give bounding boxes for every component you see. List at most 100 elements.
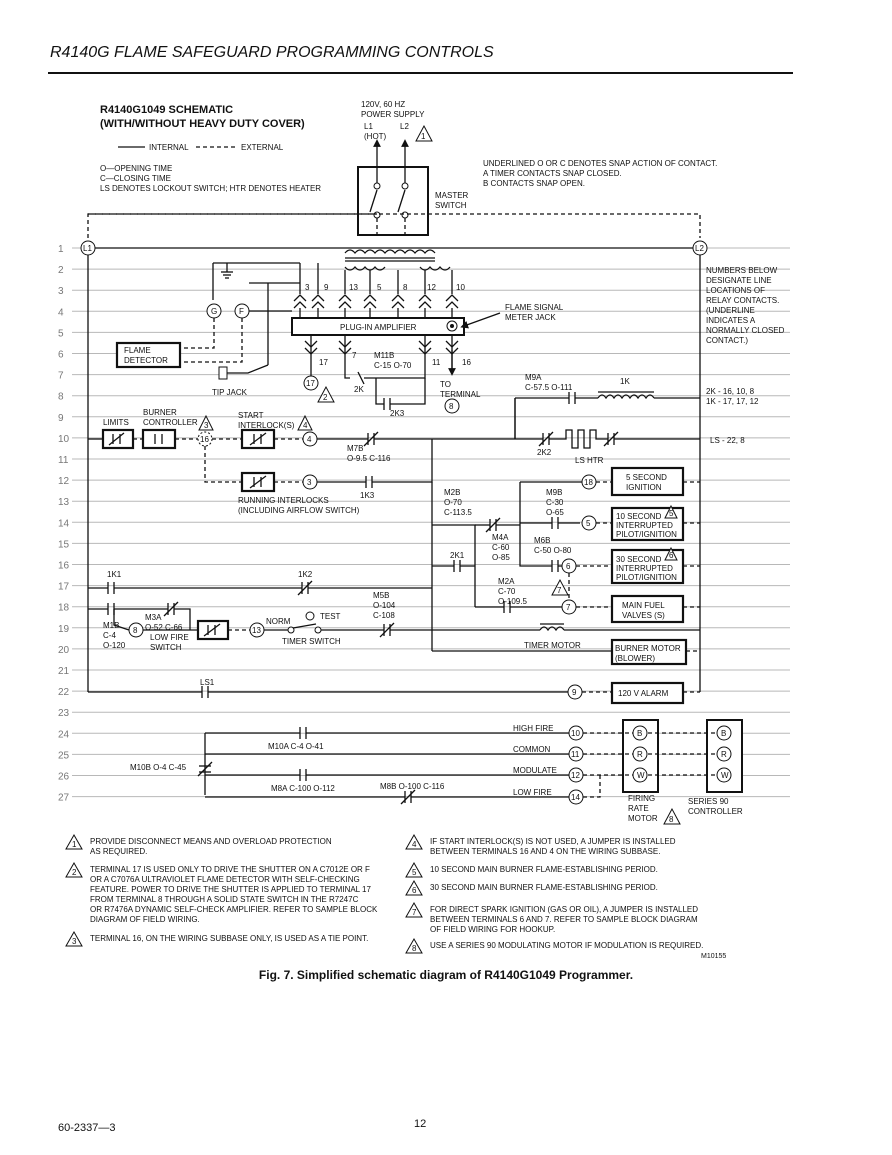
- terminal-14-label: 14: [571, 793, 580, 802]
- right-note-line-4: (UNDERLINE: [706, 306, 755, 315]
- m2a-o: O-109.5: [498, 597, 527, 606]
- low-fire-label-2: SWITCH: [150, 643, 182, 652]
- l1-hot-label: (HOT): [364, 132, 387, 141]
- f-terminal-label: F: [239, 307, 244, 316]
- note-1-marker: 1: [415, 124, 433, 142]
- page-header: R4140G FLAME SAFEGUARD PROGRAMMING CONTR…: [50, 44, 494, 61]
- tap-10: 10: [456, 283, 465, 292]
- line-number-15: 15: [58, 539, 70, 550]
- high-fire-label: HIGH FIRE: [513, 724, 553, 733]
- m2b-c: C-113.5: [444, 508, 472, 517]
- burner-controller-switch: [141, 428, 177, 450]
- note-5-line-0: 10 SECOND MAIN BURNER FLAME-ESTABLISHING…: [430, 865, 658, 874]
- limits-label: LIMITS: [103, 418, 129, 427]
- m1b-label: M1B: [103, 621, 119, 630]
- note-7-line-2: OF FIELD WIRING FOR HOOKUP.: [430, 925, 555, 934]
- to-terminal-label-2: TERMINAL: [440, 390, 481, 399]
- line-number-1: 1: [58, 244, 64, 255]
- controller-terminal-label-w: W: [721, 771, 729, 780]
- amp-output-17: 17: [319, 358, 328, 367]
- schematic-title-1: R4140G1049 SCHEMATIC: [100, 104, 233, 116]
- relay-1k-label: 1K: [620, 377, 630, 386]
- figure-id: M10155: [701, 953, 726, 960]
- m11b-timing: C-15 O-70: [374, 361, 412, 370]
- tap-connector-0: [293, 294, 307, 302]
- svg-text:2: 2: [323, 393, 328, 402]
- l1-label: L1: [364, 122, 373, 131]
- line-number-14: 14: [58, 518, 70, 529]
- m10a-label: M10A C-4 O-41: [268, 742, 324, 751]
- m9b-c: C-30: [546, 498, 564, 507]
- note-4-marker-top: 4: [297, 414, 313, 431]
- terminal-6-label: 6: [566, 562, 571, 571]
- controller-terminal-r: [716, 746, 732, 762]
- amp-output-11: 11: [432, 358, 441, 367]
- note-2-line-2: FEATURE. POWER TO DRIVE THE SHUTTER IS A…: [90, 885, 372, 894]
- m5b-o: O-104: [373, 601, 396, 610]
- m1b-c: C-4: [103, 631, 116, 640]
- figure-caption: Fig. 7. Simplified schematic diagram of …: [258, 968, 634, 982]
- line-number-24: 24: [58, 729, 70, 740]
- common-label: COMMON: [513, 745, 551, 754]
- line-number-22: 22: [58, 687, 70, 698]
- right-note-line-5: INDICATES A: [706, 316, 756, 325]
- snap-note-3: B CONTACTS SNAP OPEN.: [483, 179, 585, 188]
- load-10s-label-1: 10 SECOND: [616, 512, 662, 521]
- snap-note-1: UNDERLINED O OR C DENOTES SNAP ACTION OF…: [483, 159, 717, 168]
- terminal-9-label: 9: [572, 688, 577, 697]
- l1-bus-label: L1: [83, 244, 92, 253]
- l2-label: L2: [400, 122, 409, 131]
- right-note-line-7: CONTACT.): [706, 336, 748, 345]
- controller-terminal-label-b: B: [721, 729, 726, 738]
- master-switch-label-1: MASTER: [435, 191, 469, 200]
- m2b-o: O-70: [444, 498, 462, 507]
- note-1-triangle: [65, 833, 83, 850]
- terminal-4-label: 4: [307, 435, 312, 444]
- l2-bus-label: L2: [695, 244, 704, 253]
- terminal-8-upper: [444, 398, 460, 414]
- m9a-timing: C-57.5 O-111: [525, 383, 573, 392]
- svg-text:8: 8: [669, 815, 674, 824]
- terminal-8-label-upper: 8: [449, 402, 454, 411]
- output-connector-0: [304, 340, 318, 348]
- line-number-21: 21: [58, 666, 70, 677]
- contact-ls1-label: LS1: [200, 678, 215, 687]
- meter-jack-label-1: FLAME SIGNAL: [505, 303, 564, 312]
- note-3-marker-top: 3: [198, 414, 214, 431]
- svg-text:4: 4: [303, 421, 308, 430]
- timer-switch-label: TIMER SWITCH: [282, 637, 341, 646]
- legend-internal-label: INTERNAL: [149, 143, 189, 152]
- ground-symbol: [221, 271, 233, 279]
- power-supply-2: POWER SUPPLY: [361, 110, 425, 119]
- legend-external-label: EXTERNAL: [241, 143, 284, 152]
- m9b-label: M9B: [546, 488, 562, 497]
- timer-switch: [292, 623, 317, 629]
- relay-ref-ls: LS - 22, 8: [710, 436, 745, 445]
- controller-terminal-label-r: R: [721, 750, 727, 759]
- load-30s-label-1: 30 SECOND: [616, 555, 662, 564]
- tip-jack-label: TIP JACK: [212, 388, 248, 397]
- m8b-label: M8B O-100 C-116: [380, 782, 445, 791]
- terminal-16-label: 16: [200, 435, 209, 444]
- note-8-line-0: USE A SERIES 90 MODULATING MOTOR IF MODU…: [430, 941, 703, 950]
- line-number-16: 16: [58, 561, 70, 572]
- running-interlocks-label-2: (INCLUDING AIRFLOW SWITCH): [238, 506, 360, 515]
- note-3-number: 3: [72, 937, 77, 946]
- terminal-7-label: 7: [566, 603, 571, 612]
- key-line-3: LS DENOTES LOCKOUT SWITCH; HTR DENOTES H…: [100, 184, 321, 193]
- load-30s-label-2: INTERRUPTED: [616, 564, 673, 573]
- contact-m9a: [568, 392, 576, 404]
- power-supply-1: 120V, 60 HZ: [361, 100, 405, 109]
- contact-1k3-label: 1K3: [360, 491, 375, 500]
- right-note-line-2: LOCATIONS OF: [706, 286, 765, 295]
- motor-terminal-label-b: B: [637, 729, 642, 738]
- svg-text:1: 1: [421, 132, 426, 141]
- load-main-fuel-valves: [610, 594, 685, 624]
- line-number-8: 8: [58, 392, 64, 403]
- m7b-timing: O-9.5 C-116: [347, 454, 391, 463]
- terminal-10-label: 10: [571, 729, 580, 738]
- relay-ref-1k: 1K - 17, 17, 12: [706, 397, 759, 406]
- line-number-12: 12: [58, 476, 70, 487]
- flame-detector-label-1: FLAME: [124, 346, 151, 355]
- m2a-c: C-70: [498, 587, 516, 596]
